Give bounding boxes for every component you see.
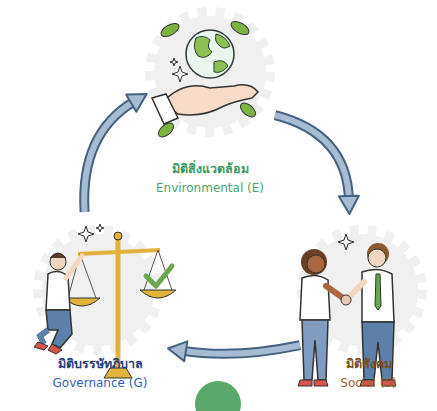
- leaf: [159, 21, 181, 40]
- arrow-body: [84, 101, 134, 212]
- head: [307, 255, 325, 273]
- leaf: [238, 100, 258, 119]
- globe: [186, 30, 234, 78]
- continent: [216, 34, 231, 48]
- scale-strings: [68, 254, 96, 298]
- cuff: [152, 94, 178, 124]
- shoe: [298, 380, 312, 386]
- scale-pan: [140, 290, 176, 298]
- check-mark: [146, 266, 172, 286]
- pants: [46, 310, 72, 348]
- sparkle: [96, 224, 104, 232]
- shirt: [300, 275, 330, 320]
- head: [368, 249, 386, 267]
- globe-hand: [152, 19, 258, 140]
- decor-circle: [195, 381, 241, 411]
- arrow-outline: [275, 115, 349, 200]
- arrow-head: [126, 94, 147, 112]
- shoe: [314, 380, 328, 386]
- node-subheading: Social (S): [340, 374, 396, 392]
- arrow-body: [182, 345, 300, 354]
- continent: [194, 36, 212, 57]
- pants: [362, 322, 394, 380]
- arrow-head: [168, 341, 187, 361]
- leg: [40, 330, 48, 344]
- sparkle: [170, 58, 178, 66]
- continent: [214, 61, 228, 73]
- shirt: [362, 269, 394, 322]
- sparkle: [78, 226, 94, 242]
- node-subheading: Governance (G): [53, 374, 148, 392]
- node-heading: มิติบรรษัทภิบาล: [58, 355, 143, 374]
- gear-bg: [150, 12, 270, 132]
- arrow-outline: [182, 345, 300, 354]
- arrow-head: [339, 196, 359, 214]
- gear-teeth: [150, 12, 270, 132]
- head: [50, 254, 66, 270]
- hair: [50, 253, 66, 258]
- cycle-arrow: [84, 94, 147, 212]
- tie: [375, 274, 381, 310]
- leaf: [156, 120, 176, 139]
- hair: [301, 249, 327, 275]
- esg-node: มิติสิ่งแวดล้อมEnvironmental (E): [145, 15, 275, 197]
- leaf: [229, 19, 251, 38]
- hands: [341, 295, 351, 305]
- esg-node: มิติบรรษัทภิบาลGovernance (G): [30, 212, 170, 392]
- node-heading: มิติสิ่งแวดล้อม: [172, 160, 249, 179]
- scale-top: [114, 232, 122, 240]
- node-subheading: Environmental (E): [156, 179, 264, 197]
- scale-pole: [116, 238, 121, 372]
- arrow-outline: [84, 101, 134, 212]
- sparkle: [338, 234, 354, 250]
- scale-beam: [78, 250, 160, 254]
- handshake: [298, 234, 396, 386]
- arm: [66, 256, 82, 278]
- arrow-body: [275, 115, 349, 200]
- sparkle: [172, 66, 188, 82]
- node-heading: มิติสังคม: [346, 355, 392, 374]
- cycle-arrow: [168, 341, 300, 361]
- shoe: [34, 342, 48, 350]
- cycle-arrow: [275, 115, 359, 214]
- pants: [302, 320, 328, 380]
- esg-node: มิติสังคมSocial (S): [300, 212, 437, 392]
- shoe: [48, 344, 62, 354]
- scale-strings: [144, 250, 172, 290]
- scales: [34, 224, 176, 378]
